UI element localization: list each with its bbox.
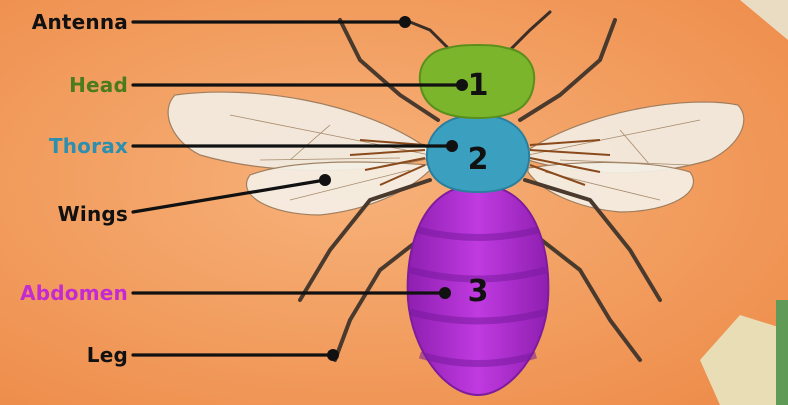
number-head: 1 [463, 70, 493, 102]
number-abdomen: 3 [463, 276, 493, 308]
label-leg: Leg [6, 343, 128, 367]
paper-green-edge [776, 300, 788, 405]
label-antenna: Antenna [6, 10, 128, 34]
label-abdomen: Abdomen [6, 281, 128, 305]
wings-dot [319, 174, 331, 186]
label-wings: Wings [6, 202, 128, 226]
label-head: Head [6, 73, 128, 97]
number-thorax: 2 [463, 144, 493, 176]
leg-dot [327, 349, 339, 361]
thorax-dot [446, 140, 458, 152]
antenna-dot [399, 16, 411, 28]
abdomen-dot [439, 287, 451, 299]
label-thorax: Thorax [6, 134, 128, 158]
